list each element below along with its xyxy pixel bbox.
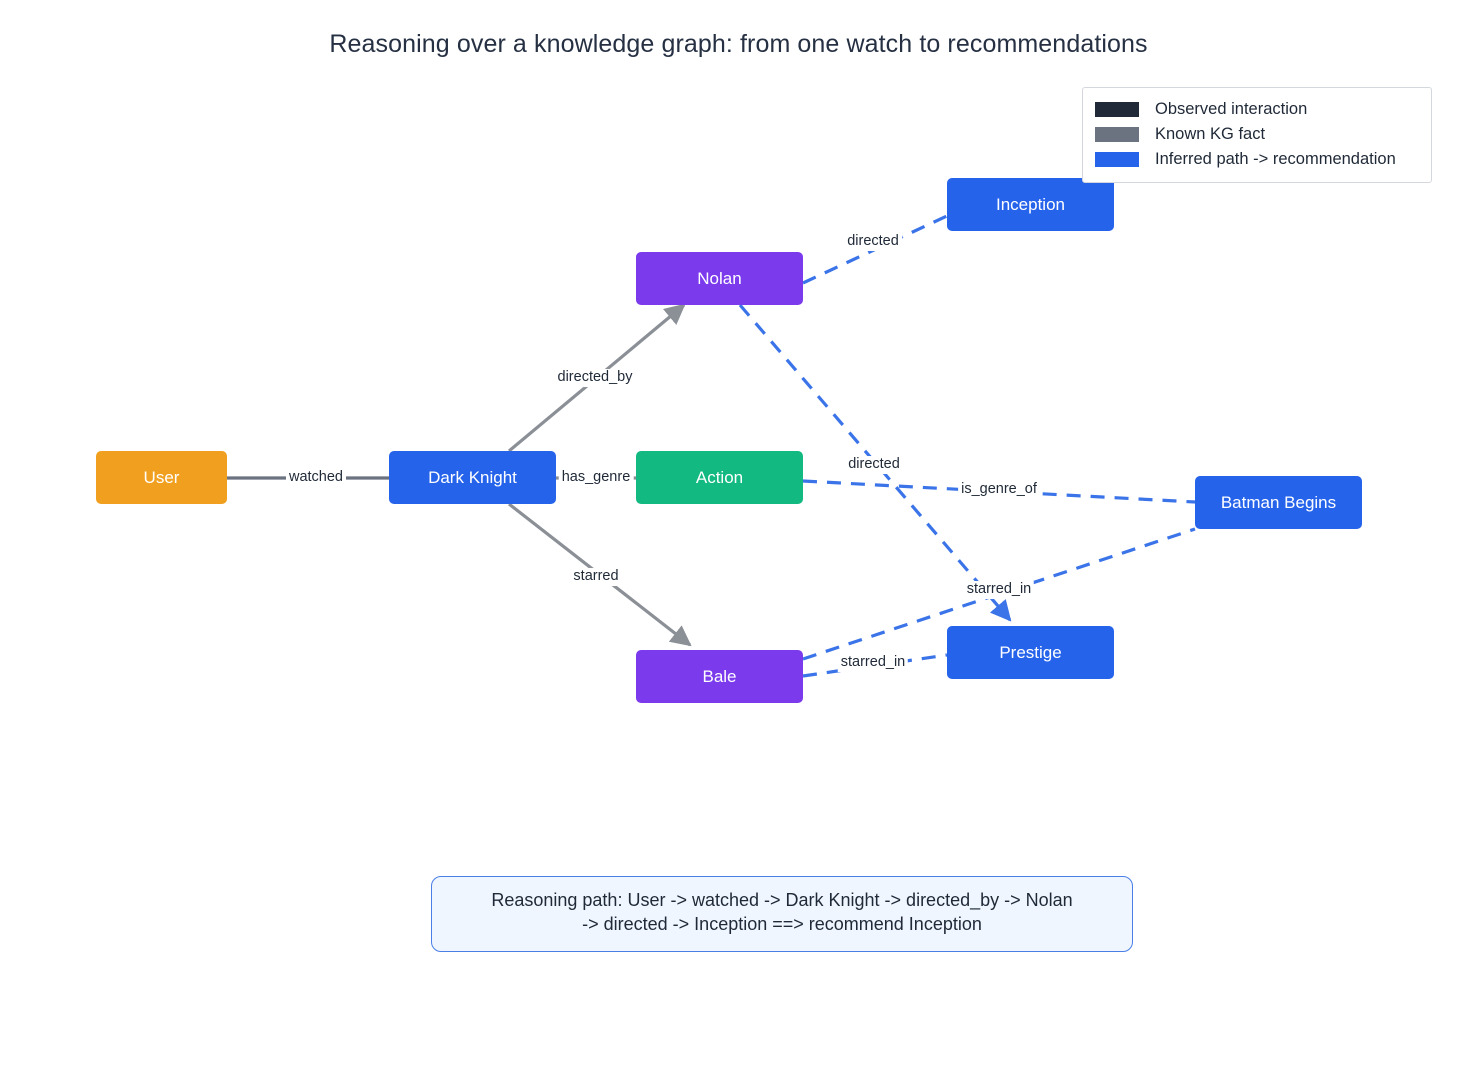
caption-line-2: -> directed -> Inception ==> recommend I…	[582, 913, 982, 934]
legend-label-inferred: Inferred path -> recommendation	[1155, 150, 1396, 169]
graph-node-action[interactable]: Action	[636, 451, 803, 504]
edge-label-e-starred: starred	[570, 568, 622, 586]
legend-item-observed: Observed interaction	[1095, 97, 1419, 122]
graph-node-batman[interactable]: Batman Begins	[1195, 476, 1362, 529]
caption-line-1: Reasoning path: User -> watched -> Dark …	[491, 890, 1073, 910]
graph-node-label: Nolan	[697, 269, 742, 288]
edge-label-e-starredin-p: starred_in	[837, 654, 909, 672]
graph-node-label: Bale	[702, 667, 737, 686]
edge-label-e-directed-p: directed	[845, 456, 903, 474]
graph-edge-e-starredin-b	[802, 527, 1196, 661]
edge-label-e-directed-i: directed	[844, 233, 902, 251]
edge-label-e-directedby: directed_by	[554, 369, 636, 387]
graph-node-label: Action	[695, 468, 744, 487]
graph-node-user[interactable]: User	[96, 451, 227, 504]
legend-swatch-observed	[1095, 102, 1139, 117]
graph-node-nolan[interactable]: Nolan	[636, 252, 803, 305]
legend-label-observed: Observed interaction	[1155, 100, 1308, 119]
graph-node-label: Dark Knight	[428, 468, 517, 487]
graph-node-prest[interactable]: Prestige	[947, 626, 1114, 679]
graph-edge-e-directed-p	[738, 303, 1012, 622]
edge-label-e-starredin-b: starred_in	[963, 581, 1035, 599]
legend-item-kg-fact: Known KG fact	[1095, 122, 1419, 147]
edge-label-e-watched: watched	[285, 469, 347, 487]
graph-node-bale[interactable]: Bale	[636, 650, 803, 703]
legend-swatch-inferred	[1095, 152, 1139, 167]
legend-swatch-kg-fact	[1095, 127, 1139, 142]
edge-label-e-isgenreof: is_genre_of	[958, 481, 1040, 499]
graph-node-label: Prestige	[999, 643, 1062, 662]
graph-node-label: Batman Begins	[1220, 493, 1337, 512]
legend-label-kg-fact: Known KG fact	[1155, 125, 1266, 144]
edge-label-e-hasgenre: has_genre	[558, 469, 634, 487]
graph-node-incep[interactable]: Inception	[947, 178, 1114, 231]
page-title: Reasoning over a knowledge graph: from o…	[329, 30, 1148, 58]
graph-node-label: Inception	[996, 195, 1065, 214]
legend: Observed interaction Known KG fact Infer…	[1082, 87, 1432, 183]
legend-item-inferred: Inferred path -> recommendation	[1095, 147, 1419, 172]
graph-node-label: User	[143, 468, 180, 487]
reasoning-path-caption: Reasoning path: User -> watched -> Dark …	[431, 876, 1133, 952]
graph-node-dk[interactable]: Dark Knight	[389, 451, 556, 504]
